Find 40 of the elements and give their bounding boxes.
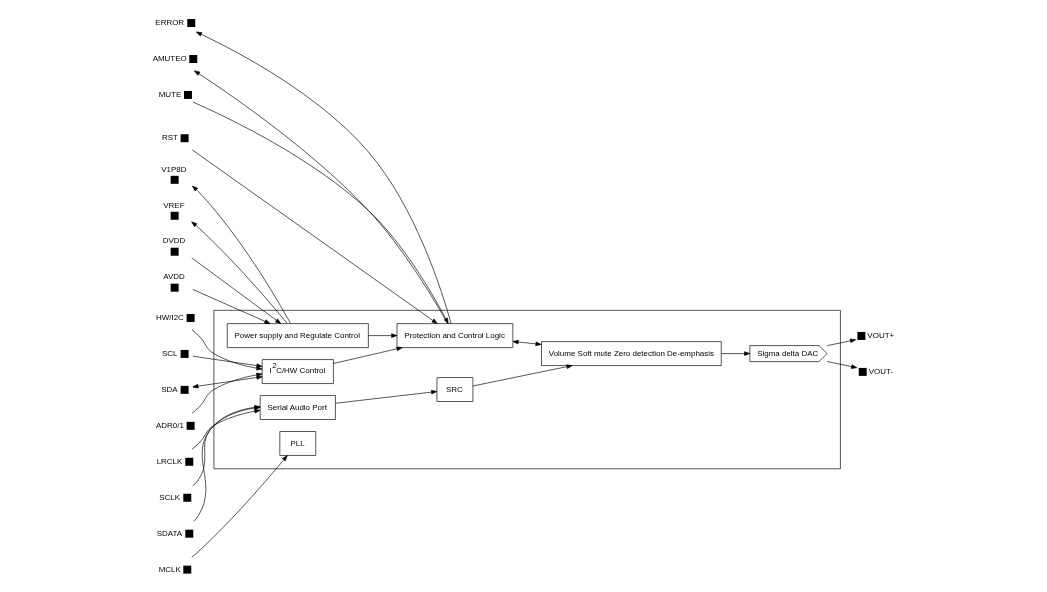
cluster bbox=[213, 309, 841, 470]
node-box bbox=[183, 565, 192, 574]
arrow bbox=[191, 221, 288, 324]
node-box bbox=[180, 385, 189, 394]
arrow bbox=[192, 185, 291, 324]
node-box bbox=[858, 367, 867, 376]
arrow bbox=[335, 389, 438, 404]
node-box bbox=[186, 314, 195, 322]
node-box bbox=[183, 493, 192, 502]
node-box bbox=[170, 283, 179, 292]
arrow bbox=[368, 333, 398, 338]
arrow bbox=[191, 372, 263, 414]
node-box bbox=[186, 421, 195, 430]
node-box bbox=[189, 55, 198, 63]
node-box bbox=[185, 529, 194, 538]
arrow bbox=[472, 364, 573, 387]
arrow bbox=[512, 339, 542, 347]
arrow bbox=[193, 405, 261, 522]
arrow bbox=[192, 289, 271, 324]
arrow bbox=[192, 149, 438, 324]
arrow bbox=[192, 355, 263, 368]
node-box bbox=[187, 19, 196, 27]
arrow bbox=[826, 338, 857, 346]
arrow bbox=[192, 375, 263, 389]
node-box bbox=[180, 349, 189, 358]
arrow bbox=[720, 351, 751, 356]
node-box bbox=[183, 90, 192, 99]
arrow bbox=[826, 361, 858, 369]
node-box bbox=[857, 331, 866, 340]
node-box bbox=[170, 247, 179, 256]
arrow bbox=[191, 455, 288, 558]
node-box bbox=[185, 457, 194, 466]
node-box bbox=[180, 134, 189, 143]
node-box bbox=[170, 211, 179, 220]
arrow bbox=[192, 405, 261, 487]
node-box bbox=[170, 175, 179, 184]
arrow bbox=[333, 346, 403, 364]
arrow bbox=[191, 409, 261, 450]
arrow bbox=[191, 257, 282, 324]
arrow bbox=[191, 329, 263, 371]
